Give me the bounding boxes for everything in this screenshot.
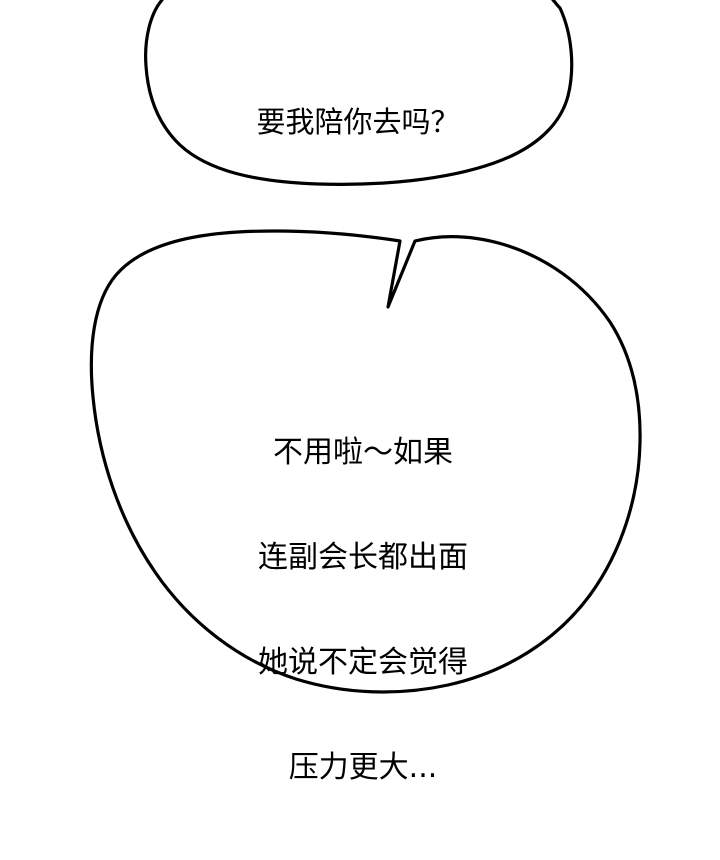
bubble-2-line-4: 压力更大... xyxy=(288,750,438,785)
bubble-outlines-layer xyxy=(89,0,642,694)
speech-bubble-2-text: 不用啦～如果 连副会长都出面 她说不定会觉得 压力更大... xyxy=(86,378,640,858)
bubble-2-line-1: 不用啦～如果 xyxy=(273,435,453,470)
speech-bubble-1-outline xyxy=(144,0,574,186)
speech-bubble-2-outline xyxy=(89,229,642,694)
bubble-1-line-1: 要我陪你去吗？ xyxy=(256,105,460,139)
bubble-2-line-3: 她说不定会觉得 xyxy=(258,645,468,680)
speech-bubble-1-text: 要我陪你去吗？ xyxy=(146,50,570,204)
bubble-2-line-2: 连副会长都出面 xyxy=(258,540,468,575)
comic-panel: 要我陪你去吗？ 不用啦～如果 连副会长都出面 她说不定会觉得 压力更大... xyxy=(89,0,642,783)
